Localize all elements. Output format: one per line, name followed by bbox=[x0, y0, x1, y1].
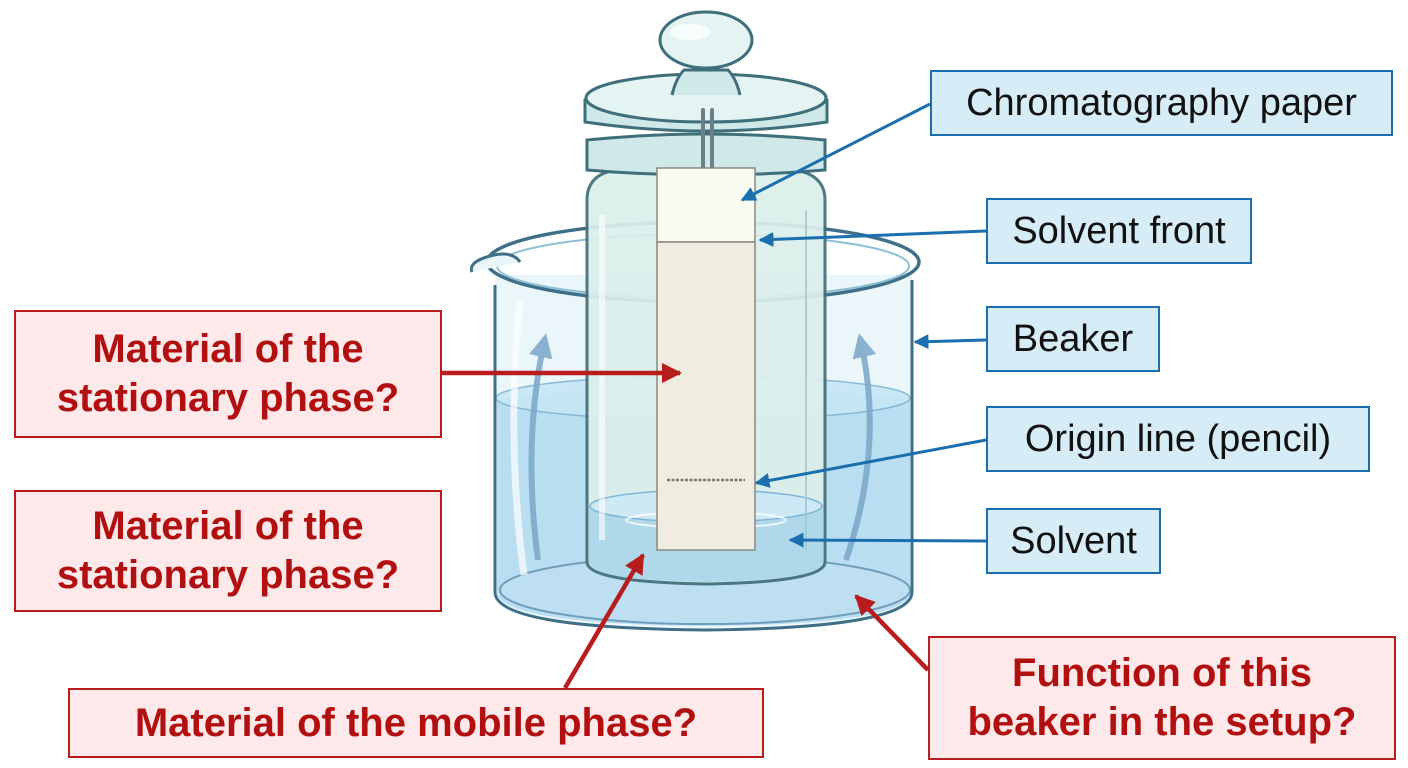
lid-knob-highlight bbox=[670, 24, 710, 40]
jar-shoulder bbox=[585, 132, 827, 177]
question-stationary-phase-1-line-2: stationary phase? bbox=[56, 376, 400, 420]
arrow-to-solvent bbox=[788, 532, 987, 548]
label-solvent-front: Solvent front bbox=[986, 198, 1252, 264]
label-solvent: Solvent bbox=[986, 508, 1161, 574]
question-stationary-phase-2: Material of the stationary phase? bbox=[14, 490, 442, 612]
arrow-to-beaker bbox=[913, 334, 987, 350]
label-origin-line: Origin line (pencil) bbox=[986, 406, 1370, 472]
beaker-highlight bbox=[510, 299, 528, 576]
question-stationary-phase-2-line-1: Material of the bbox=[92, 504, 364, 549]
paper-lower bbox=[656, 241, 756, 551]
paper-upper bbox=[656, 167, 756, 243]
arrow-to-origin-line bbox=[754, 438, 987, 488]
question-stationary-phase-1-line-1: Material of the bbox=[92, 327, 364, 372]
question-beaker-function-line-1: Function of this bbox=[1012, 651, 1312, 696]
question-mobile-phase: Material of the mobile phase? bbox=[68, 688, 764, 758]
arrow-to-paper bbox=[740, 102, 931, 202]
arrow-beaker-function bbox=[854, 594, 930, 672]
beaker-base-outline bbox=[493, 591, 914, 632]
label-beaker: Beaker bbox=[986, 306, 1160, 372]
beaker-spout bbox=[469, 252, 522, 273]
question-beaker-function-line-2: beaker in the setup? bbox=[967, 700, 1357, 744]
arrow-mobile-phase bbox=[563, 553, 645, 690]
lid-neck bbox=[670, 68, 742, 96]
arrow-to-solvent-front bbox=[758, 229, 987, 247]
question-beaker-function: Function of this beaker in the setup? bbox=[928, 636, 1396, 760]
label-chromatography-paper: Chromatography paper bbox=[930, 70, 1393, 136]
question-stationary-phase-2-line-2: stationary phase? bbox=[56, 553, 400, 597]
capillary-arrow-left bbox=[528, 333, 553, 561]
chromatography-paper-strip bbox=[656, 167, 756, 551]
jar-lid bbox=[583, 10, 829, 133]
lid-knob bbox=[658, 10, 754, 70]
capillary-arrow-right bbox=[843, 333, 877, 561]
question-stationary-phase-1: Material of the stationary phase? bbox=[14, 310, 442, 438]
